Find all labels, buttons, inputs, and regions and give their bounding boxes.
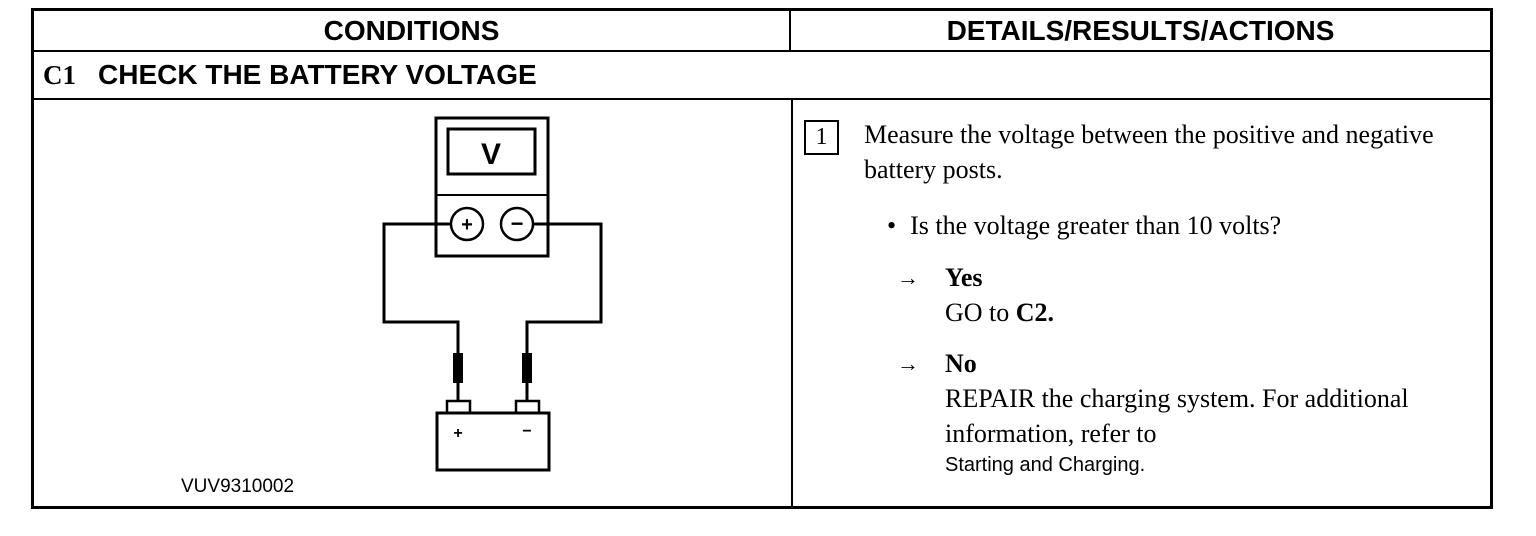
- details-header: DETAILS/RESULTS/ACTIONS: [791, 11, 1490, 52]
- battery-negative-post: [514, 399, 541, 415]
- step-number-box: 1: [804, 120, 839, 155]
- answer-yes-action: GO to C2.: [945, 295, 1425, 330]
- battery-positive-mark: +: [453, 425, 462, 442]
- section-title: CHECK THE BATTERY VOLTAGE: [98, 59, 537, 90]
- battery-positive-post: [445, 399, 472, 415]
- answer-no-reference: Starting and Charging.: [945, 454, 1146, 476]
- answer-no-label: No: [945, 349, 977, 378]
- figure-id: VUV9310002: [181, 476, 295, 497]
- positive-test-lead: [382, 222, 460, 363]
- conditions-header: CONDITIONS: [34, 11, 791, 52]
- answer-yes-target: C2.: [1015, 298, 1055, 327]
- voltmeter-display: [446, 127, 537, 176]
- meter-negative-sign: −: [511, 211, 524, 236]
- question-text: Is the voltage greater than 10 volts?: [910, 211, 1282, 240]
- battery-negative-mark: −: [522, 423, 531, 440]
- meter-positive-sign: +: [461, 214, 473, 236]
- answer-yes-action-text: GO to: [945, 298, 1016, 327]
- battery-voltage-diagram: V + − + − VUV9310002: [34, 100, 791, 509]
- answer-no-action: REPAIR the charging system. For addition…: [945, 384, 1409, 448]
- voltmeter-label: V: [481, 138, 501, 171]
- section-title-row: C1 CHECK THE BATTERY VOLTAGE: [34, 52, 1490, 100]
- column-divider: [791, 100, 793, 509]
- negative-probe-clip: [522, 353, 532, 383]
- negative-test-lead: [525, 222, 603, 363]
- positive-probe-clip: [453, 353, 463, 383]
- question-row: • Is the voltage greater than 10 volts?: [887, 208, 1281, 243]
- right-arrow-icon: →: [897, 351, 919, 376]
- voltmeter-battery-illustration: V + − + −: [382, 116, 603, 472]
- answer-yes-label: Yes: [945, 263, 983, 292]
- right-arrow-icon: →: [897, 265, 919, 290]
- section-code: C1: [43, 59, 76, 90]
- details-panel: 1 Measure the voltage between the positi…: [793, 100, 1490, 509]
- diagnostic-table: CONDITIONS DETAILS/RESULTS/ACTIONS C1 CH…: [31, 8, 1493, 509]
- bullet-icon: •: [887, 211, 897, 240]
- battery-body: [435, 411, 551, 472]
- step-instruction: Measure the voltage between the positive…: [864, 120, 1434, 184]
